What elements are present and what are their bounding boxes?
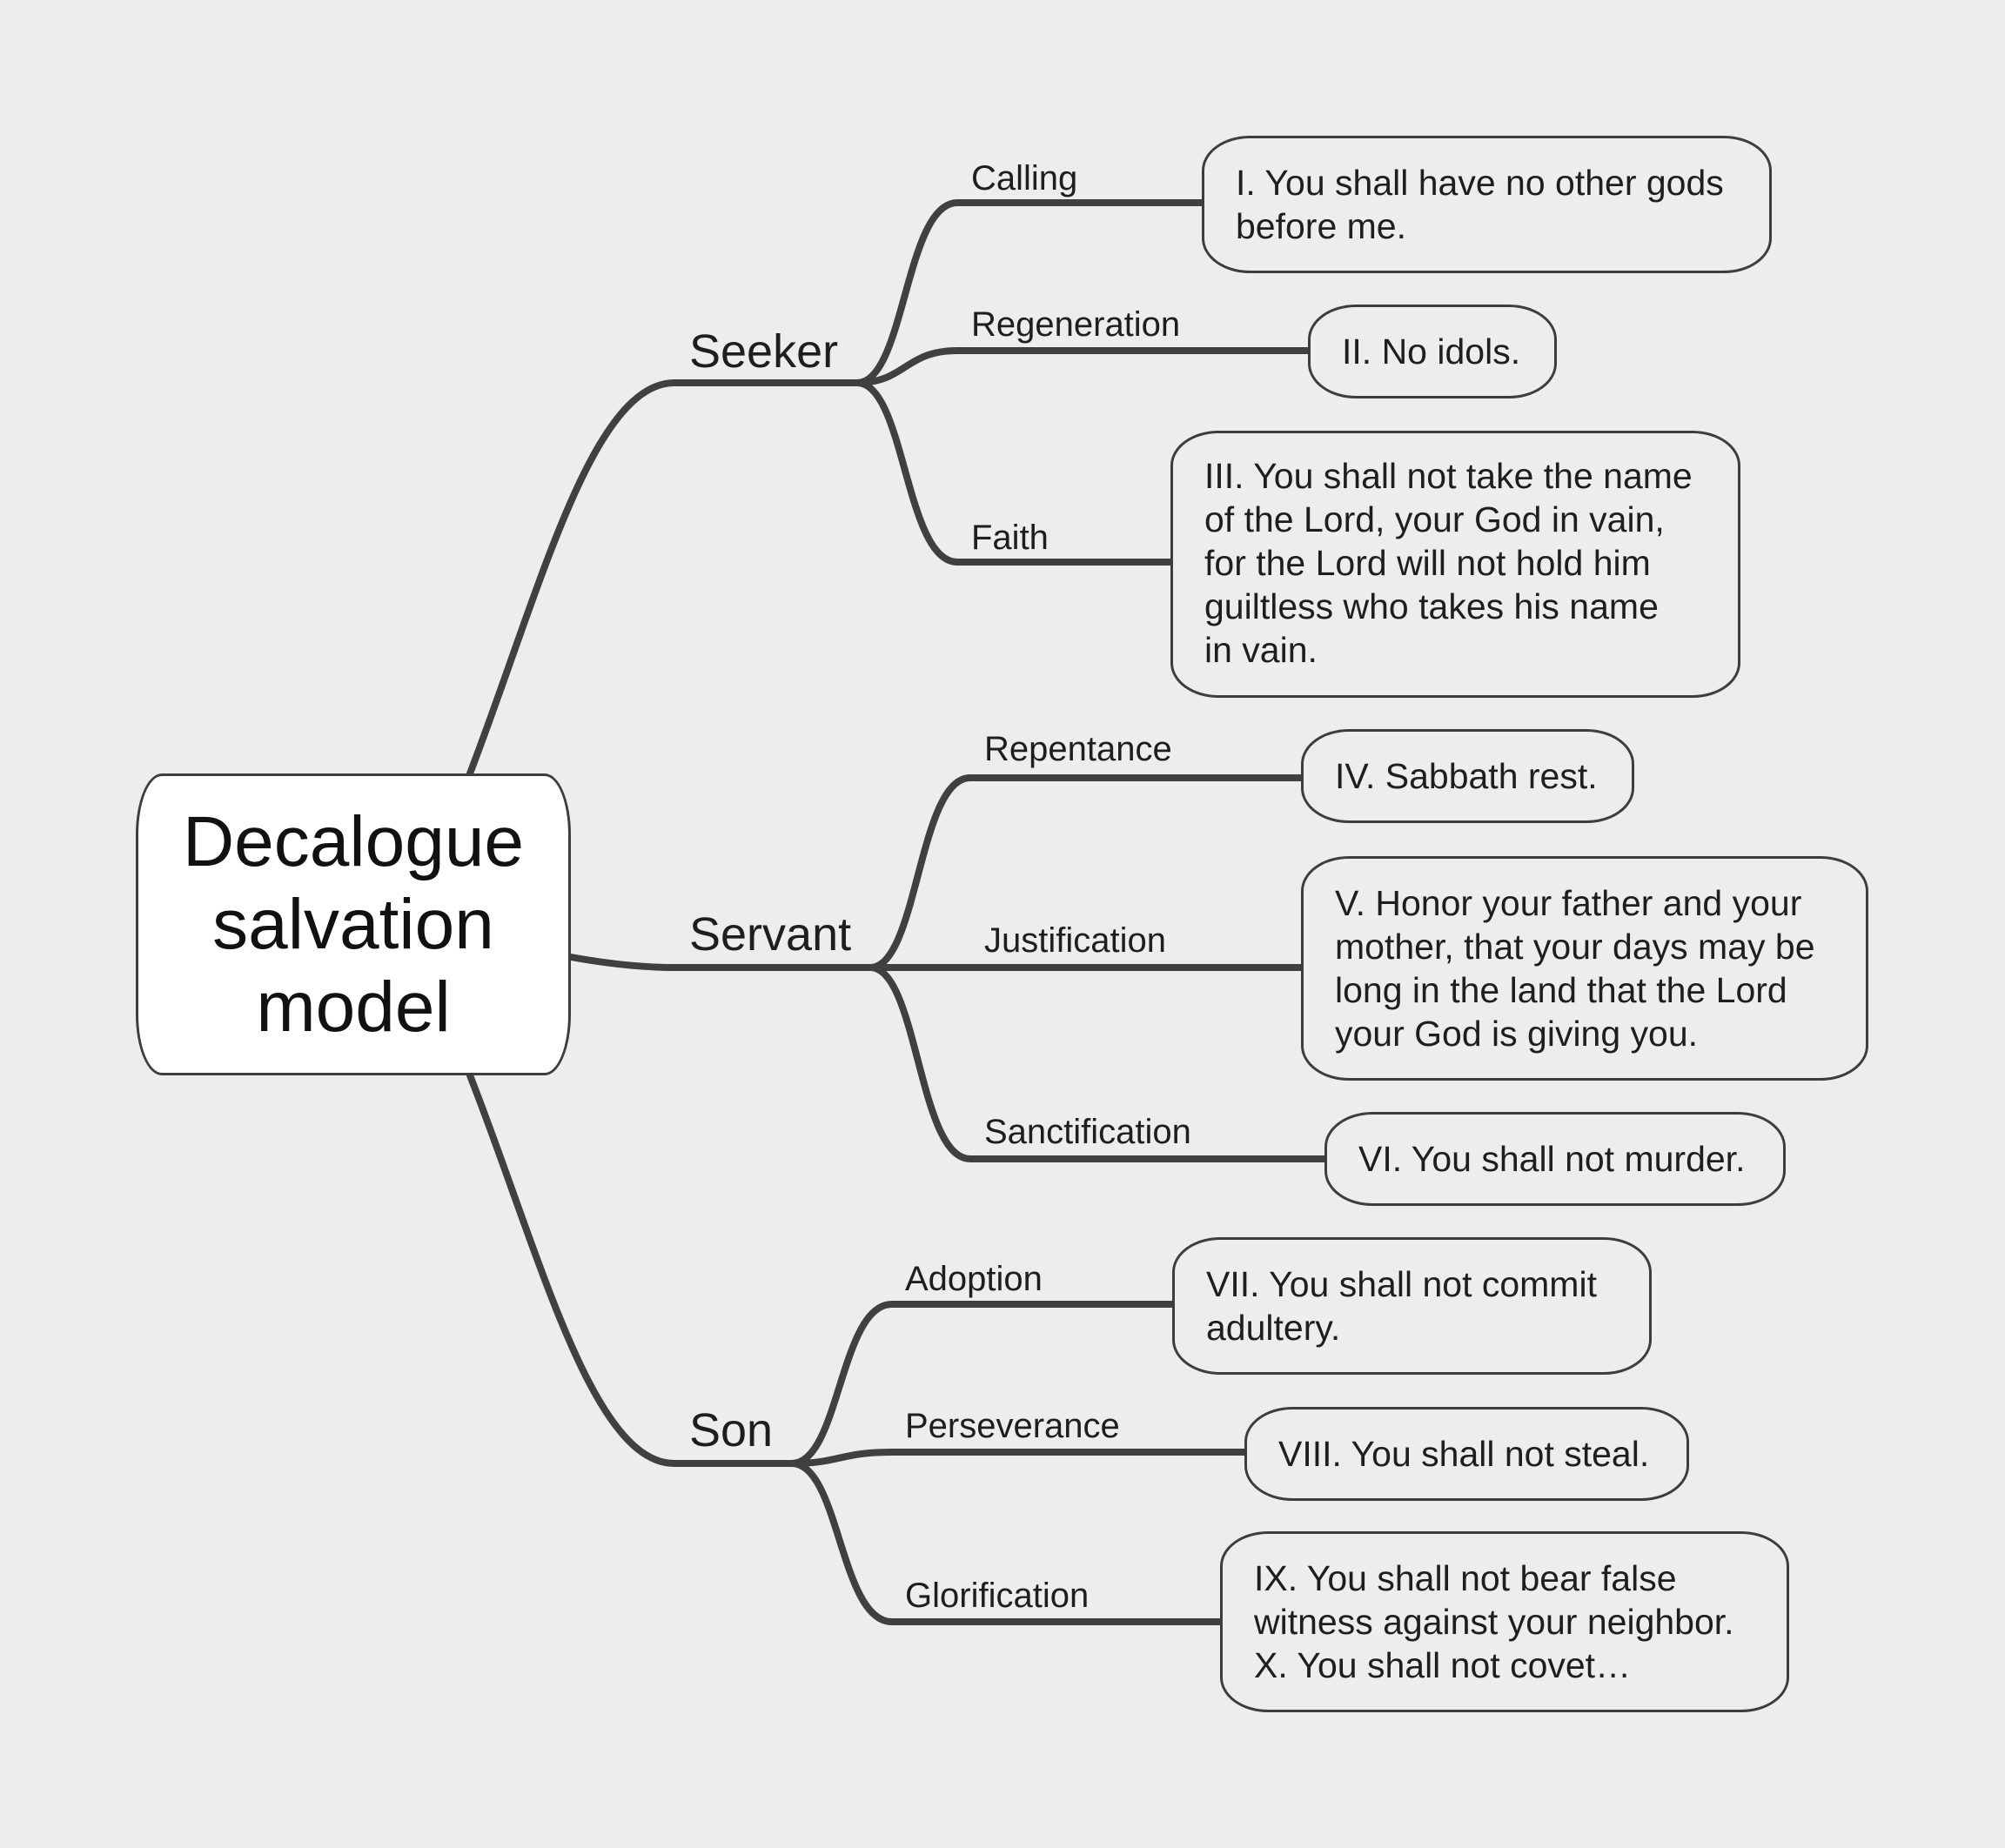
node-commandment-1: I. You shall have no other gods before m… (1202, 136, 1772, 273)
root-title-line-1: Decalogue (182, 802, 525, 881)
commandment-6-text: VI. You shall not murder. (1358, 1139, 1746, 1179)
label-adoption: Adoption (905, 1260, 1043, 1298)
label-justification: Justification (984, 921, 1166, 960)
branch-son-label: Son (689, 1404, 774, 1456)
root-node: Decalogue salvation model (136, 773, 571, 1075)
link-root-son (466, 1072, 795, 1467)
commandment-1-text: I. You shall have no other gods before m… (1236, 163, 1724, 246)
node-commandment-9-10: IX. You shall not bear false witness aga… (1220, 1531, 1789, 1712)
link-son-glorification (788, 1460, 1224, 1625)
link-seeker-regeneration (854, 347, 1311, 386)
node-commandment-2: II. No idols. (1308, 305, 1557, 398)
commandment-9-10-text: IX. You shall not bear false witness aga… (1254, 1558, 1734, 1685)
node-commandment-4: IV. Sabbath rest. (1301, 729, 1634, 823)
node-commandment-6: VI. You shall not murder. (1324, 1112, 1786, 1206)
link-son-adoption (788, 1301, 1176, 1467)
node-commandment-8: VIII. You shall not steal. (1244, 1407, 1689, 1501)
commandment-3-text: III. You shall not take the name of the … (1204, 456, 1693, 670)
node-commandment-5: V. Honor your father and your mother, th… (1301, 856, 1868, 1081)
label-perseverance: Perseverance (905, 1407, 1120, 1445)
link-servant-sanctification (867, 964, 1328, 1162)
link-servant-repentance (867, 774, 1304, 971)
branch-seeker-label: Seeker (689, 325, 839, 378)
commandment-2-text: II. No idols. (1342, 331, 1521, 372)
commandment-7-text: VII. You shall not commit adultery. (1206, 1264, 1597, 1348)
label-calling: Calling (971, 159, 1078, 198)
node-commandment-3: III. You shall not take the name of the … (1170, 431, 1740, 698)
node-commandment-7: VII. You shall not commit adultery. (1172, 1237, 1652, 1375)
label-regeneration: Regeneration (971, 305, 1181, 344)
label-glorification: Glorification (905, 1577, 1090, 1615)
root-title-line-3: model (256, 968, 451, 1047)
label-sanctification: Sanctification (984, 1113, 1191, 1151)
link-root-seeker (466, 379, 861, 777)
commandment-4-text: IV. Sabbath rest. (1335, 756, 1598, 796)
branch-servant-label: Servant (689, 908, 852, 961)
label-repentance: Repentance (984, 730, 1172, 768)
root-title-line-2: salvation (212, 885, 494, 964)
link-seeker-faith (854, 379, 1174, 566)
link-root-servant (567, 954, 874, 971)
commandment-8-text: VIII. You shall not steal. (1278, 1434, 1650, 1474)
link-seeker-calling (854, 199, 1205, 386)
label-faith: Faith (971, 519, 1049, 557)
link-son-perseverance (788, 1449, 1248, 1467)
commandment-5-text: V. Honor your father and your mother, th… (1335, 883, 1815, 1054)
